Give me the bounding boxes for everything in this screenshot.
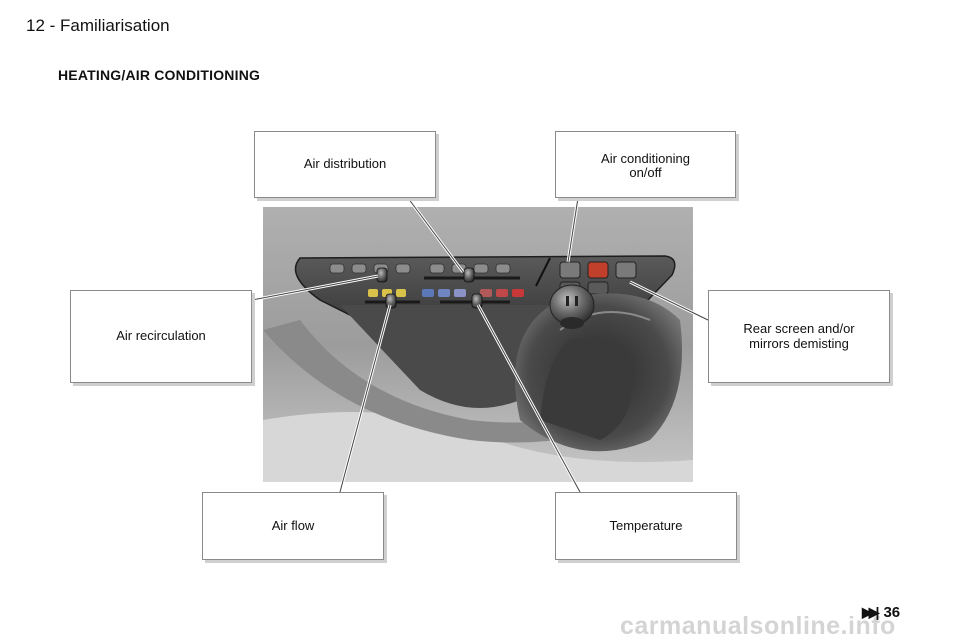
callout-label: Air recirculation bbox=[116, 328, 206, 344]
callout-label: Air flow bbox=[271, 517, 315, 533]
slider-row bbox=[368, 289, 524, 297]
callout-label: Rear screen and/or mirrors demisting bbox=[743, 321, 855, 351]
callout-label: Temperature bbox=[609, 517, 683, 533]
callout-air-distribution: Air distribution bbox=[254, 131, 436, 198]
callout-air-flow: Air flow bbox=[202, 492, 384, 560]
page-header: 12 - Familiarisation bbox=[26, 16, 170, 35]
page-link[interactable]: ▶▶| 36 bbox=[862, 604, 900, 621]
watermark: carmanualsonline.info bbox=[620, 612, 896, 640]
slider-knobs bbox=[376, 267, 483, 309]
right-button-cluster bbox=[559, 261, 637, 295]
callout-air-conditioning: Air conditioning on/off bbox=[555, 131, 736, 198]
callout-air-recirculation: Air recirculation bbox=[70, 290, 252, 383]
section-title: HEATING/AIR CONDITIONING bbox=[58, 67, 261, 83]
callout-label: Air distribution bbox=[303, 156, 387, 172]
page-number: 36 bbox=[883, 604, 901, 621]
callout-label: Air conditioning on/off bbox=[601, 151, 690, 181]
callout-temperature: Temperature bbox=[555, 492, 737, 560]
fast-forward-icon: ▶▶| bbox=[862, 604, 880, 620]
callout-rear-screen-demisting: Rear screen and/or mirrors demisting bbox=[708, 290, 890, 383]
